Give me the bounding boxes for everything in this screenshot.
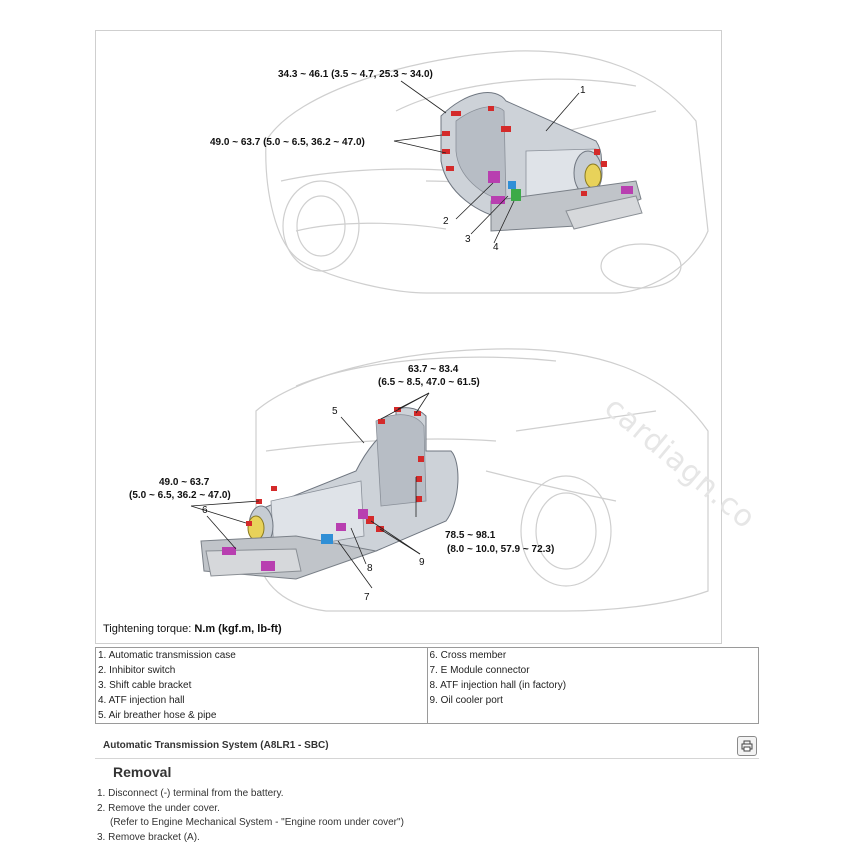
removal-steps: 1. Disconnect (-) terminal from the batt…	[97, 787, 404, 845]
step-3: 3. Remove bracket (A).	[97, 831, 200, 843]
step-2-note: (Refer to Engine Mechanical System - "En…	[110, 817, 404, 828]
callout-6: 6	[202, 505, 208, 516]
transmission-diagram: 34.3 ~ 46.1 (3.5 ~ 4.7, 25.3 ~ 34.0) 49.…	[95, 30, 722, 644]
step-1: 1. Disconnect (-) terminal from the batt…	[97, 788, 284, 799]
tightening-prefix: Tightening torque:	[103, 623, 195, 635]
top-transmission	[440, 92, 643, 232]
callout-9: 9	[419, 557, 425, 568]
parts-legend-table: 1. Automatic transmission case 2. Inhibi…	[95, 647, 759, 724]
callout-4: 4	[493, 242, 499, 253]
callout-3: 3	[465, 234, 471, 245]
legend-item: 1. Automatic transmission case	[98, 650, 236, 661]
callout-7: 7	[364, 592, 370, 603]
bottom-transmission	[200, 407, 459, 580]
printer-icon	[741, 740, 753, 752]
legend-item: 3. Shift cable bracket	[98, 680, 192, 691]
legend-item: 7. E Module connector	[429, 665, 530, 676]
legend-item: 6. Cross member	[429, 650, 507, 661]
legend-item: 8. ATF injection hall (in factory)	[429, 680, 567, 691]
callout-5: 5	[332, 406, 338, 417]
legend-right-column: 6. Cross member 7. E Module connector 8.…	[426, 647, 759, 724]
legend-item: 4. ATF injection hall	[98, 695, 185, 706]
step-2: 2. Remove the under cover.	[97, 802, 220, 814]
top-torque-label-1: 34.3 ~ 46.1 (3.5 ~ 4.7, 25.3 ~ 34.0)	[278, 69, 433, 80]
callout-8: 8	[367, 563, 373, 574]
legend-item: 2. Inhibitor switch	[98, 665, 176, 676]
section-title: Automatic Transmission System (A8LR1 - S…	[103, 740, 329, 751]
callout-2: 2	[443, 216, 449, 227]
top-leaders	[393, 80, 580, 244]
legend-item: 5. Air breather hose & pipe	[98, 710, 217, 721]
legend-left-column: 1. Automatic transmission case 2. Inhibi…	[95, 647, 428, 724]
print-button[interactable]	[737, 736, 757, 756]
legend-item: 9. Oil cooler port	[429, 695, 503, 706]
bottom-car-outline	[255, 348, 709, 612]
section-header: Automatic Transmission System (A8LR1 - S…	[95, 734, 759, 759]
bottom-torque-label-1b: (6.5 ~ 8.5, 47.0 ~ 61.5)	[378, 377, 480, 388]
top-torque-label-2: 49.0 ~ 63.7 (5.0 ~ 6.5, 36.2 ~ 47.0)	[210, 137, 365, 148]
tightening-units: N.m (kgf.m, lb-ft)	[194, 623, 282, 635]
bottom-torque-label-1a: 63.7 ~ 83.4	[408, 364, 459, 375]
bottom-torque-label-2b: (5.0 ~ 6.5, 36.2 ~ 47.0)	[129, 490, 231, 501]
callout-1: 1	[580, 85, 586, 96]
bottom-torque-label-2a: 49.0 ~ 63.7	[159, 477, 210, 488]
bottom-leaders	[190, 392, 430, 589]
tightening-torque-note: Tightening torque: N.m (kgf.m, lb-ft)	[103, 623, 282, 635]
diagram-drawing: 34.3 ~ 46.1 (3.5 ~ 4.7, 25.3 ~ 34.0) 49.…	[129, 50, 709, 612]
bottom-torque-label-3a: 78.5 ~ 98.1	[445, 530, 496, 541]
removal-heading: Removal	[113, 764, 172, 780]
bottom-torque-label-3b: (8.0 ~ 10.0, 57.9 ~ 72.3)	[447, 544, 554, 555]
